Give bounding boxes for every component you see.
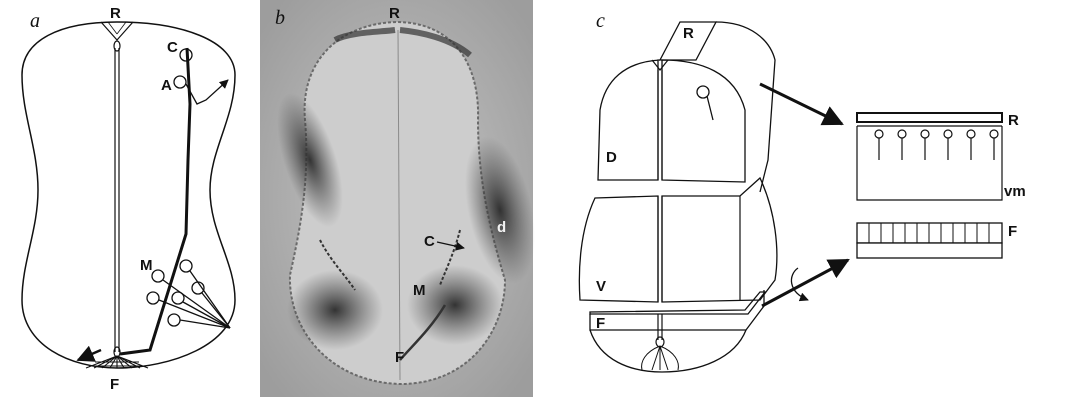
panel-b-label: b	[275, 7, 285, 29]
floor-explant-base	[857, 243, 1002, 258]
ventral-right-block	[662, 178, 777, 302]
floor-slab	[590, 292, 765, 314]
panel-c-label: c	[596, 10, 605, 32]
motor-column-right	[407, 265, 503, 345]
association-neuron	[174, 76, 186, 88]
b-roof-label: R	[389, 5, 400, 22]
commissural-label: C	[167, 39, 178, 56]
panel-a-label: a	[30, 10, 40, 32]
association-label: A	[161, 77, 172, 94]
roof-plate-wedge	[101, 22, 133, 40]
association-axon	[186, 80, 228, 104]
c-ventral-label: V	[596, 278, 606, 295]
spinal-cord-outline	[22, 22, 235, 368]
panel-b: b R F C M d	[260, 0, 547, 397]
c-explant-floor-label: F	[1008, 223, 1017, 240]
motor-column-left	[287, 270, 383, 350]
b-motor-label: M	[413, 282, 426, 299]
c-roof-label: R	[683, 25, 694, 42]
floor-plate-fan	[86, 356, 148, 368]
explant-tissue	[857, 126, 1002, 200]
commissural-axon-arrow	[78, 350, 101, 360]
c-dorsal-label: D	[606, 149, 617, 166]
explant-neurons	[875, 130, 998, 160]
b-commissural-label: C	[424, 233, 435, 250]
c-explant-roof-label: R	[1008, 112, 1019, 129]
roof-explant-bar	[857, 113, 1002, 122]
panel-a: a R F C	[22, 5, 235, 393]
c-ventral-midline-label: vm	[1004, 183, 1026, 200]
dorsal-right-block	[662, 60, 745, 182]
c-floor-label: F	[596, 315, 605, 332]
b-dorsal-root-label: d	[497, 219, 506, 236]
b-floor-label: F	[395, 349, 404, 366]
bottom-cap	[590, 330, 746, 372]
motor-label: M	[140, 257, 153, 274]
floor-plate-label: F	[110, 376, 119, 393]
ventral-left-block	[579, 196, 658, 302]
panel-c: c R D V F	[579, 10, 1025, 372]
roof-plate-label: R	[110, 5, 121, 22]
